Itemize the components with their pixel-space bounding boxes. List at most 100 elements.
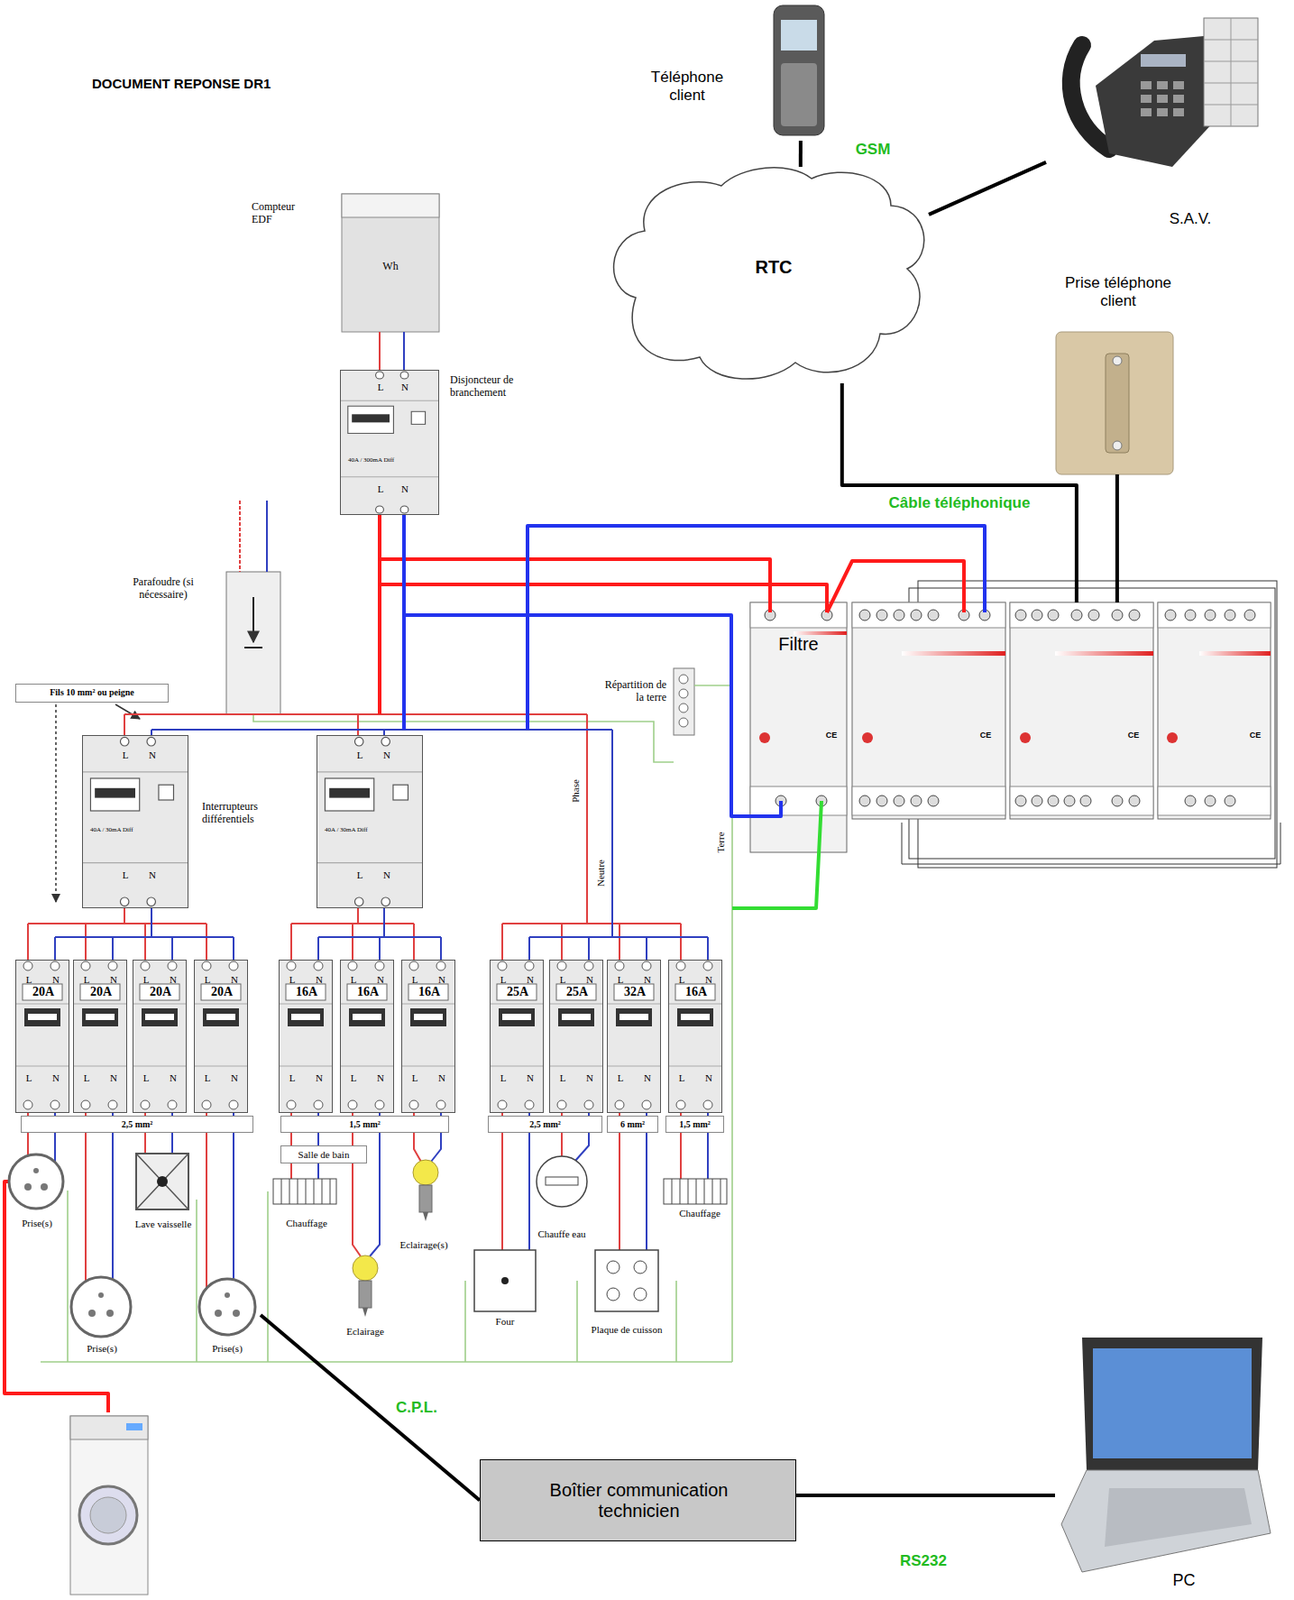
node-text: S.A.V. [1136,210,1245,229]
node-text: 20A [19,984,67,1000]
node-text: 25A [553,984,601,1000]
energy-meter: Compteur EDFWh [341,193,440,332]
node-text: Disjoncteur de branchement [449,374,541,400]
node-text: L [405,973,424,986]
circuit-breaker: LN20ALN [132,959,187,1113]
node-text: 32A [611,984,659,1000]
node-text: Chauffage [270,1217,343,1230]
node-text: Prise(s) [7,1217,67,1230]
circuit-breaker: LN16ALN [401,959,456,1113]
node-text: Prise(s) [193,1342,261,1355]
node-text: 20A [77,984,125,1000]
link-label: RS232 [887,1551,960,1570]
node-text: 20A [137,984,184,1000]
cable-section-bar: 2,5 mm² [487,1115,603,1133]
node-text: N [46,973,65,986]
node-text: N [164,973,183,986]
node-text: N [521,1072,540,1084]
din-module: CE [1157,602,1271,819]
main-breaker: LN40A / 300mA DiffLNDisjoncteur de branc… [339,369,440,515]
circuit-breaker: LN16ALN [668,959,723,1113]
signal-link [798,140,803,167]
node-text: L [77,1072,96,1084]
lamp: Eclairage(s) [389,1156,459,1253]
lamp: Eclairage [333,1253,397,1340]
surge-arrester: Parafoudre (si nécessaire) [226,571,281,715]
node-text: 2,5 mm² [488,1119,602,1130]
room-tag: Salle de bain [280,1145,368,1164]
cable-section-bar: 1,5 mm² [280,1115,450,1133]
node-text: RTC [737,256,810,278]
node-text: L [553,973,572,986]
signal-link [928,162,1047,215]
node-text: L [77,973,96,986]
socket-outlet: Prise(s) [7,1151,67,1231]
node-text: N [104,973,123,986]
node-text: N [144,869,161,882]
node-text: 2,5 mm² [21,1119,253,1130]
node-text: L [137,1072,156,1084]
node-text: N [310,973,329,986]
node-text: 40A / 30mA Diff [90,825,184,834]
socket-outlet: Prise(s) [193,1274,261,1356]
node-text: 20A [198,984,246,1000]
node-text: L [137,973,156,986]
mobile-phone: Téléphone client [642,3,835,141]
node-text: Répartition de la terre [601,679,667,705]
node-text: 16A [283,984,331,1000]
node-text: N [310,1072,329,1084]
circuit-breaker: LN32ALN [606,959,661,1113]
signal-link [1115,474,1120,603]
circuit-breaker: LN25ALN [549,959,604,1113]
node-text: L [283,1072,302,1084]
node-text: Eclairage(s) [389,1238,459,1251]
node-text: 1,5 mm² [281,1119,449,1130]
node-text: N [580,1072,599,1084]
node-text: N [378,749,395,762]
node-text: Chauffe eau [525,1228,598,1240]
technician-box: Boîtier communication technicien [479,1459,797,1542]
node-text: L [117,869,134,882]
oven: Four [468,1248,542,1331]
node-text: N [638,1072,657,1084]
node-text: CE [1122,730,1145,740]
wire-label: Neutre [594,845,607,900]
node-text: 40A / 30mA Diff [324,825,419,834]
cable-section-bar: 1,5 mm² [665,1115,725,1133]
phone-socket: Prise téléphone client [1037,270,1200,475]
link-label: GSM [847,140,899,159]
circuit-breaker: LN20ALN [73,959,128,1113]
circuit-breaker: LN16ALN [339,959,395,1113]
node-text: N [699,973,718,986]
node-text: Boîtier communication technicien [516,1479,762,1522]
appliance: Lave vaisselle [127,1151,200,1235]
wire-label: Phase [568,763,582,818]
node-text: Salle de bain [281,1148,367,1161]
node-text: Plaque de cuisson [581,1323,672,1336]
node-text: Parafoudre (si nécessaire) [124,576,202,602]
node-text: L [372,381,389,394]
filter-module: FiltreCE [750,602,847,853]
desk-phone: S.A.V. [1046,4,1267,235]
node-text: L [19,1072,38,1084]
node-text: 16A [672,984,720,1000]
node-text: N [225,1072,244,1084]
node-text: N [638,973,657,986]
node-text: N [699,1072,718,1084]
node-text: L [672,973,691,986]
node-text: Fils 10 mm² ou peigne [16,687,168,698]
page-title: DOCUMENT REPONSE DR1 [91,75,471,92]
circuit-breaker: LN20ALN [193,959,248,1113]
node-text: N [521,973,540,986]
node-text: N [396,483,413,496]
node-text: Chauffage [663,1207,736,1220]
node-text: Wh [341,260,440,274]
din-module: CE [1009,602,1154,819]
node-text: N [371,973,390,986]
node-text: N [378,869,395,882]
node-text: L [611,973,630,986]
node-text: N [580,973,599,986]
hob: Plaque de cuisson [581,1248,672,1339]
